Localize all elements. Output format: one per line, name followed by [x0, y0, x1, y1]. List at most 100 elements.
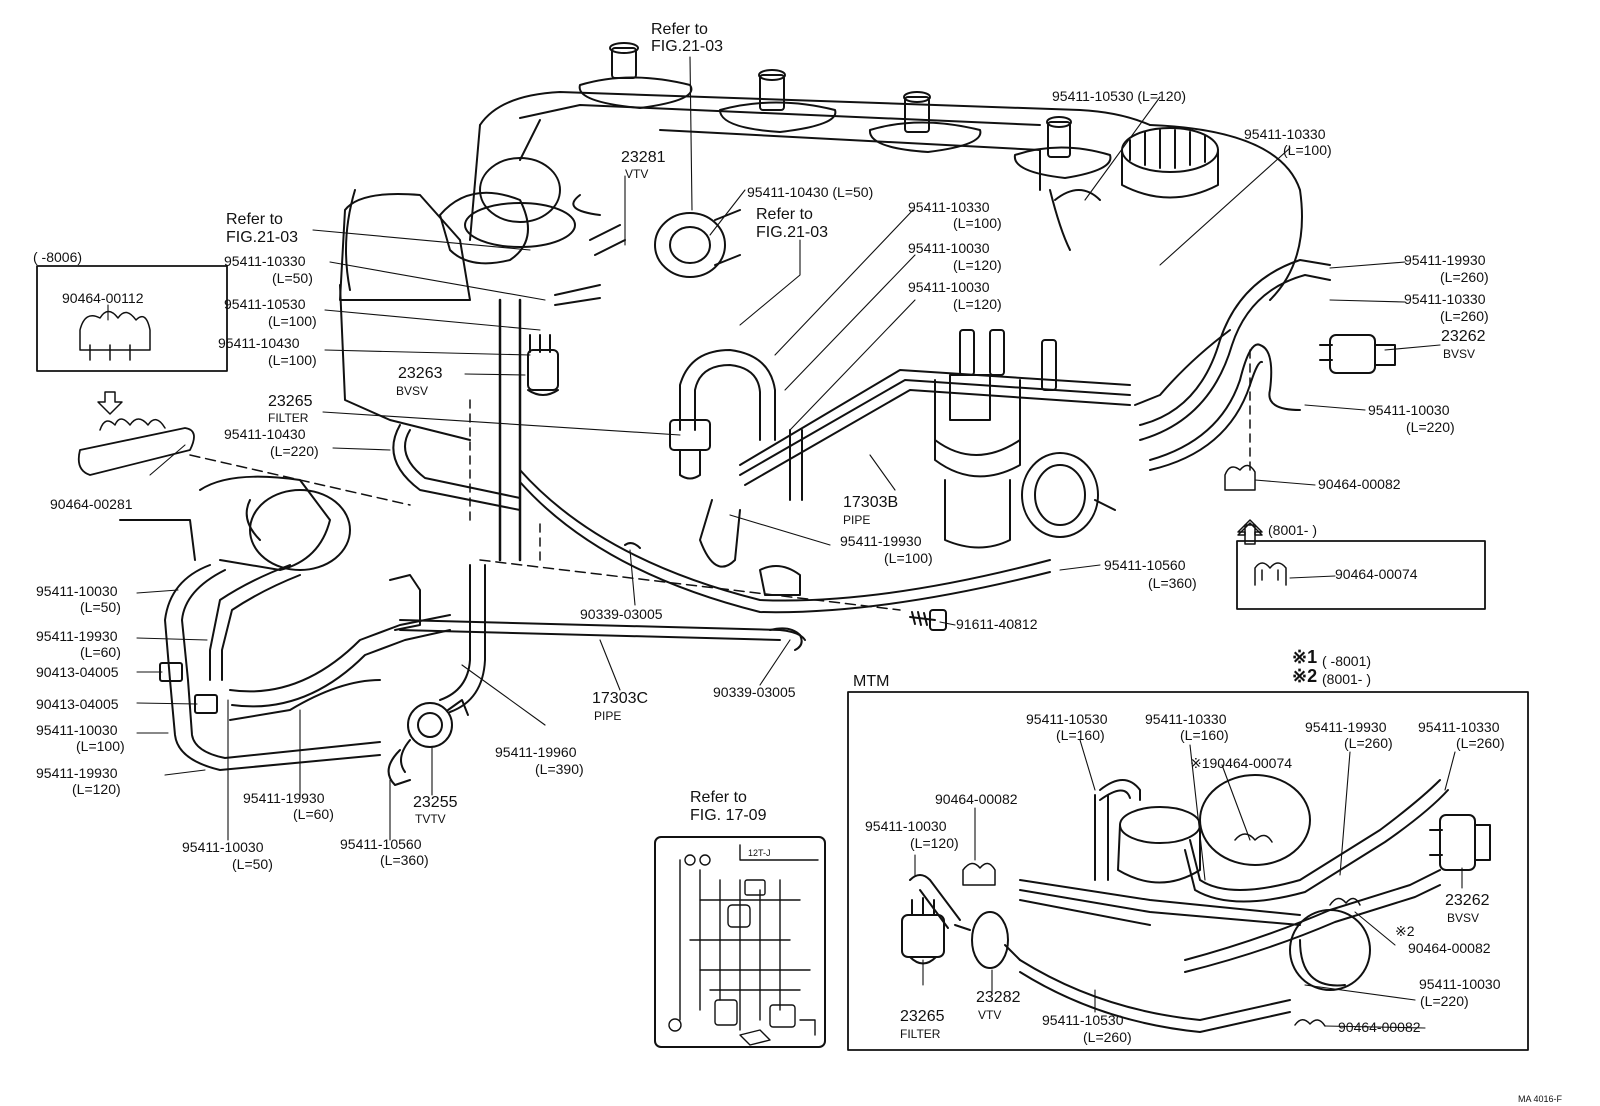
mtm-hose-95411-10030-l220: 95411-10030 [1419, 976, 1501, 992]
hose-95411-10030-l100-len: (L=100) [76, 738, 125, 754]
hose-95411-10330-l100-top-len: (L=100) [1283, 142, 1332, 158]
mtm-part-23282: 23282 [976, 989, 1021, 1006]
mtm-part-90464-00082-mid: 90464-00082 [1408, 940, 1491, 956]
engine-block [339, 42, 1303, 441]
mtm-hose-95411-10330-l160: 95411-10330 [1145, 711, 1227, 727]
lower-left-assembly [119, 475, 806, 786]
hose-95411-19930-l120-len: (L=120) [72, 781, 121, 797]
ref-text: Refer to [651, 21, 708, 38]
note-1-range: ( -8001) [1322, 653, 1372, 669]
mtm-hose-95411-19930-l260: 95411-19930 [1305, 719, 1387, 735]
part-23263-sub: BVSV [396, 384, 429, 398]
hose-95411-10330-l260-len: (L=260) [1440, 308, 1489, 324]
part-90464-00281: 90464-00281 [50, 496, 133, 512]
part-23281: 23281 [621, 149, 666, 166]
part-23265-sub: FILTER [268, 411, 309, 425]
hose-95411-19930-l100: 95411-19930 [840, 533, 922, 549]
part-17303b-sub: PIPE [843, 513, 871, 527]
hose-95411-10430-l50: 95411-10430 (L=50) [747, 184, 874, 200]
fig-17-09-inset [654, 836, 826, 1048]
hose-95411-10330-l50: 95411-10330 [224, 253, 306, 269]
range-label-8001: (8001- ) [1268, 522, 1318, 538]
hose-95411-10430-l100-len: (L=100) [268, 352, 317, 368]
hose-95411-10530-l100-len: (L=100) [268, 313, 317, 329]
fitting-90413-04005-1: 90413-04005 [36, 664, 119, 680]
hose-95411-10430-l100: 95411-10430 [218, 335, 300, 351]
hose-95411-19930-l60-bottom-len: (L=60) [293, 806, 334, 822]
leader-lines [107, 56, 1463, 1029]
mtm-hose-95411-10330-l260: 95411-10330 [1418, 719, 1500, 735]
ref-fig-21-03-mid-2: FIG.21-03 [756, 224, 829, 241]
hose-95411-10030-l50-bottom: 95411-10030 [182, 839, 264, 855]
part-90464-00074: 90464-00074 [1335, 566, 1418, 582]
hose-95411-10030-l120-2-len: (L=120) [953, 296, 1002, 312]
part-23262-sub: BVSV [1443, 347, 1476, 361]
ref-fig-21-03-mid: Refer to [756, 206, 813, 223]
mtm-hose-95411-10330-l260-len: (L=260) [1456, 735, 1505, 751]
mtm-part-23262: 23262 [1445, 892, 1490, 909]
hose-95411-10530-l120: 95411-10530 (L=120) [1052, 88, 1187, 104]
note-1-part: ※190464-00074 [1190, 755, 1293, 771]
part-17303b: 17303B [843, 494, 899, 511]
hose-95411-10030-l50-bottom-len: (L=50) [232, 856, 273, 872]
part-23265: 23265 [268, 393, 313, 410]
mtm-title: MTM [853, 673, 890, 690]
distributor [934, 329, 1116, 549]
mtm-hose-95411-10030-l120-len: (L=120) [910, 835, 959, 851]
fitting-90413-04005-2: 90413-04005 [36, 696, 119, 712]
ref-fig-17-09: Refer to [690, 789, 747, 806]
hose-95411-10030-l220-len: (L=220) [1406, 419, 1455, 435]
hose-95411-10030-l120-1-len: (L=120) [953, 257, 1002, 273]
mtm-hose-95411-10530-l260: 95411-10530 [1042, 1012, 1124, 1028]
part-90464-00112: 90464-00112 [62, 290, 144, 306]
part-23263: 23263 [398, 365, 443, 382]
hose-95411-10030-l50-top-len: (L=50) [80, 599, 121, 615]
part-90464-00082: 90464-00082 [1318, 476, 1401, 492]
hose-95411-10560-l360-right-len: (L=360) [1148, 575, 1197, 591]
hose-95411-10330-l50-len: (L=50) [272, 270, 313, 286]
note-1-mark: ※1 [1292, 647, 1318, 667]
note-2-ref: ※2 [1395, 923, 1415, 939]
ref-fig-21-03-top: Refer to [651, 21, 708, 38]
ref-fig-21-03-left-2: FIG.21-03 [226, 229, 299, 246]
mtm-hose-95411-10530-l260-len: (L=260) [1083, 1029, 1132, 1045]
part-90339-03005-1: 90339-03005 [580, 606, 663, 622]
hose-95411-10430-l220: 95411-10430 [224, 426, 306, 442]
hose-95411-10030-l120-1: 95411-10030 [908, 240, 990, 256]
part-23281-sub: VTV [625, 167, 649, 181]
hose-95411-10560-l360-right: 95411-10560 [1104, 557, 1186, 573]
hose-95411-10560-l360-bottom: 95411-10560 [340, 836, 422, 852]
part-17303c: 17303C [592, 690, 649, 707]
hose-95411-19930-l100-len: (L=100) [884, 550, 933, 566]
ref-text: FIG.21-03 [651, 38, 724, 55]
clip-inset-left [36, 265, 228, 476]
hose-95411-19930-l60-left-len: (L=60) [80, 644, 121, 660]
mtm-hose-95411-10530-l160: 95411-10530 [1026, 711, 1108, 727]
hose-95411-10030-l120-2: 95411-10030 [908, 279, 990, 295]
inset-code: 12T-J [748, 848, 771, 858]
hose-95411-19960-l390-len: (L=390) [535, 761, 584, 777]
mtm-part-23265: 23265 [900, 1008, 945, 1025]
hose-95411-19930-l60-bottom: 95411-19930 [243, 790, 325, 806]
clip-inset-right [1224, 464, 1486, 610]
hose-95411-10030-l50-top: 95411-10030 [36, 583, 118, 599]
part-23255: 23255 [413, 794, 458, 811]
hose-95411-10330-l100-mid-len: (L=100) [953, 215, 1002, 231]
part-23255-sub: TVTV [415, 812, 446, 826]
hose-95411-19960-l390: 95411-19960 [495, 744, 577, 760]
mtm-part-23282-sub: VTV [978, 1008, 1002, 1022]
bolt-91611-40812: 91611-40812 [956, 616, 1038, 632]
mtm-inset [847, 691, 1529, 1051]
hose-95411-10330-l100-top: 95411-10330 [1244, 126, 1326, 142]
part-23262: 23262 [1441, 328, 1486, 345]
mtm-part-90464-00082-bottom: 90464-00082 [1338, 1019, 1421, 1035]
hose-95411-10330-l260: 95411-10330 [1404, 291, 1486, 307]
hose-95411-10430-l220-len: (L=220) [270, 443, 319, 459]
hose-95411-19930-l260-len: (L=260) [1440, 269, 1489, 285]
mtm-hose-95411-10030-l220-len: (L=220) [1420, 993, 1469, 1009]
drawing-code: MA 4016-F [1518, 1094, 1563, 1104]
part-90339-03005-2: 90339-03005 [713, 684, 796, 700]
range-label-8006: ( -8006) [33, 249, 83, 265]
